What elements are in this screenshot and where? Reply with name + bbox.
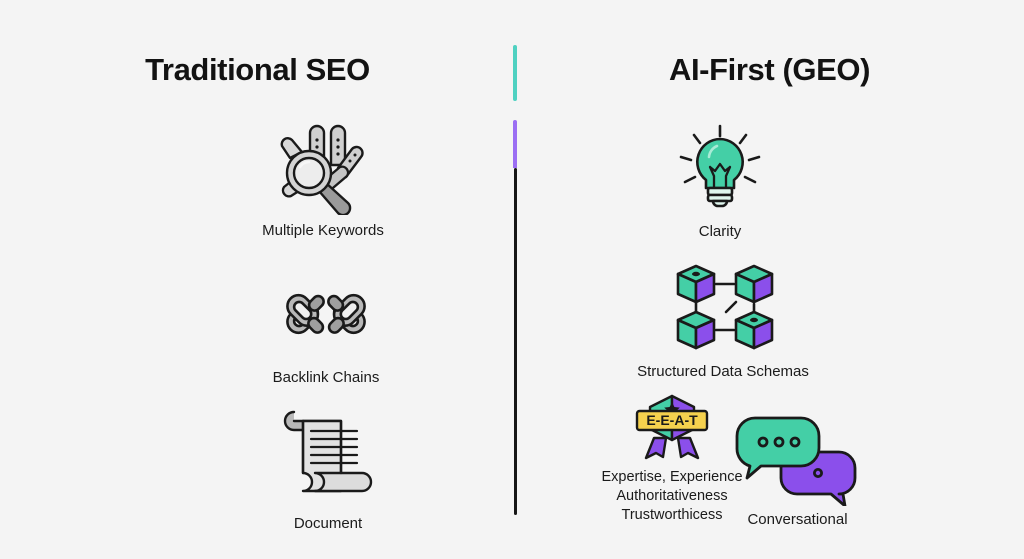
item-label: Clarity: [698, 223, 742, 240]
item-label: Multiple Keywords: [262, 222, 384, 239]
item-conversational: Conversational: [735, 414, 860, 530]
chain-links-icon: [286, 293, 366, 335]
item-label: Conversational: [747, 511, 848, 528]
divider-segment-black: [514, 168, 517, 515]
left-column-title: Traditional SEO: [145, 52, 370, 87]
divider-segment-teal: [513, 45, 517, 101]
item-label: Structured Data Schemas: [637, 363, 809, 380]
item-label: Backlink Chains: [272, 369, 380, 386]
item-label: Expertise, Experience Authoritativeness …: [601, 469, 743, 523]
lightbulb-icon: [679, 124, 761, 208]
item-backlink-chains: Backlink Chains: [246, 268, 406, 388]
cube-network-icon: [676, 264, 774, 350]
magnifier-keywords-icon: [280, 124, 364, 215]
item-multiple-keywords: Multiple Keywords: [243, 123, 403, 241]
eeat-badge-icon: E-E-A-T: [635, 394, 709, 460]
scroll-document-icon: [283, 410, 373, 493]
item-structured-data-schemas: Structured Data Schemas: [632, 258, 814, 382]
speech-bubbles-icon: [735, 416, 857, 506]
item-clarity: Clarity: [660, 122, 780, 242]
item-document: Document: [248, 410, 408, 534]
item-label: Document: [293, 515, 363, 532]
eeat-badge-text: E-E-A-T: [646, 412, 698, 428]
right-column-title: AI-First (GEO): [668, 52, 871, 87]
divider-segment-purple: [513, 120, 517, 168]
item-eeat: E-E-A-T Expertise, Experience Authoritat…: [588, 392, 756, 525]
